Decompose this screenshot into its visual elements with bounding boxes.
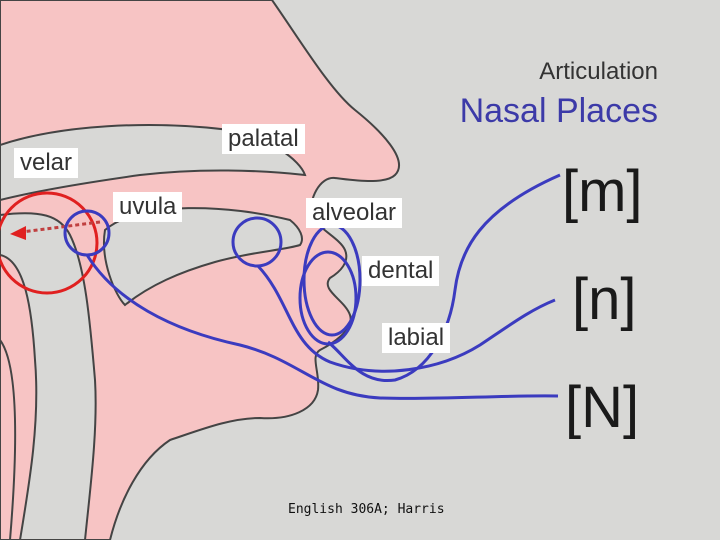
labial-ellipse bbox=[298, 250, 358, 346]
title-nasal-places: Nasal Places bbox=[459, 92, 658, 130]
label-dental: dental bbox=[362, 256, 440, 286]
throat-line bbox=[0, 339, 17, 540]
label-velar: velar bbox=[14, 148, 79, 178]
title-articulation: Articulation bbox=[539, 58, 658, 85]
connector-n bbox=[256, 264, 556, 373]
label-alveolar: alveolar bbox=[306, 198, 403, 228]
label-uvula: uvula bbox=[113, 192, 183, 222]
alveolar-circle bbox=[231, 216, 283, 268]
connector-N bbox=[85, 254, 559, 400]
label-labial: labial bbox=[382, 323, 451, 353]
velar-arrow bbox=[21, 220, 101, 234]
symbol-m: [m] bbox=[562, 159, 643, 224]
footer-credit: English 306A; Harris bbox=[288, 502, 445, 517]
label-palatal: palatal bbox=[222, 124, 305, 154]
velar-arrowhead bbox=[10, 226, 26, 240]
symbol-n: [n] bbox=[572, 267, 637, 332]
velar-highlight-circle bbox=[0, 191, 99, 295]
pharynx bbox=[0, 212, 97, 540]
oral-cavity bbox=[103, 207, 303, 307]
symbol-N: [N] bbox=[565, 375, 640, 440]
